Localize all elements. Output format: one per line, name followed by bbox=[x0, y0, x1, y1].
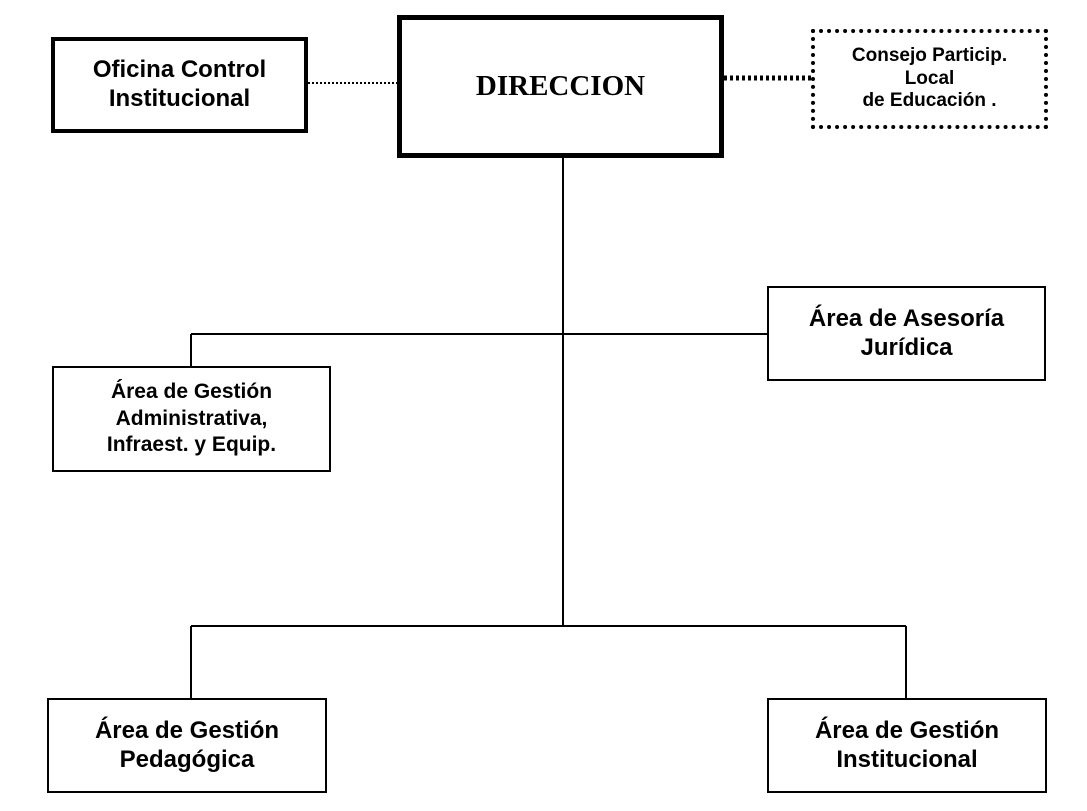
node-label-line: DIRECCION bbox=[475, 70, 646, 103]
node-gestion-institucional: Área de Gestión Institucional bbox=[767, 698, 1047, 793]
node-gestion-pedagogica: Área de Gestión Pedagógica bbox=[47, 698, 327, 793]
node-label-line: Consejo Particip. bbox=[851, 45, 1008, 67]
node-label-line: Institucional bbox=[108, 85, 251, 112]
node-consejo-participativo: Consejo Particip. Local de Educación . bbox=[811, 29, 1048, 129]
node-label-line: Área de Gestión bbox=[94, 716, 280, 744]
node-label-line: Área de Asesoría bbox=[808, 304, 1005, 332]
node-label-line: Pedagógica bbox=[119, 745, 255, 773]
node-label-line: Institucional bbox=[836, 745, 978, 773]
node-direccion: DIRECCION bbox=[397, 15, 724, 158]
node-label-line: de Educación . bbox=[862, 90, 997, 112]
node-label-line: Administrativa, bbox=[115, 406, 268, 430]
node-label-line: Área de Gestión bbox=[814, 716, 1000, 744]
node-gestion-administrativa: Área de Gestión Administrativa, Infraest… bbox=[52, 366, 331, 472]
node-asesoria-juridica: Área de Asesoría Jurídica bbox=[767, 286, 1046, 381]
node-label-line: Infraest. y Equip. bbox=[106, 433, 277, 457]
node-label-line: Local bbox=[904, 67, 955, 89]
node-oficina-control: Oficina Control Institucional bbox=[51, 37, 308, 133]
node-label-line: Área de Gestión bbox=[110, 380, 273, 404]
node-label-line: Jurídica bbox=[860, 333, 953, 361]
node-label-line: Oficina Control bbox=[92, 56, 267, 84]
